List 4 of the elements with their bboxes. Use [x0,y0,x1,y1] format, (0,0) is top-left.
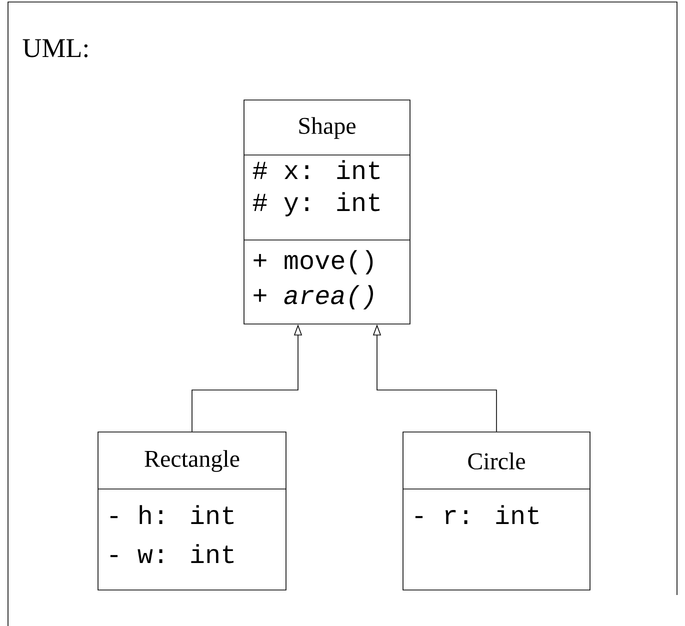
heading: UML: [22,39,88,58]
class-box: Circle - r: int [402,432,590,590]
class-box: Shape # x: int # y: int + move() + area() [244,100,410,324]
class-box: Rectangle - h: int - w: int [98,432,286,590]
